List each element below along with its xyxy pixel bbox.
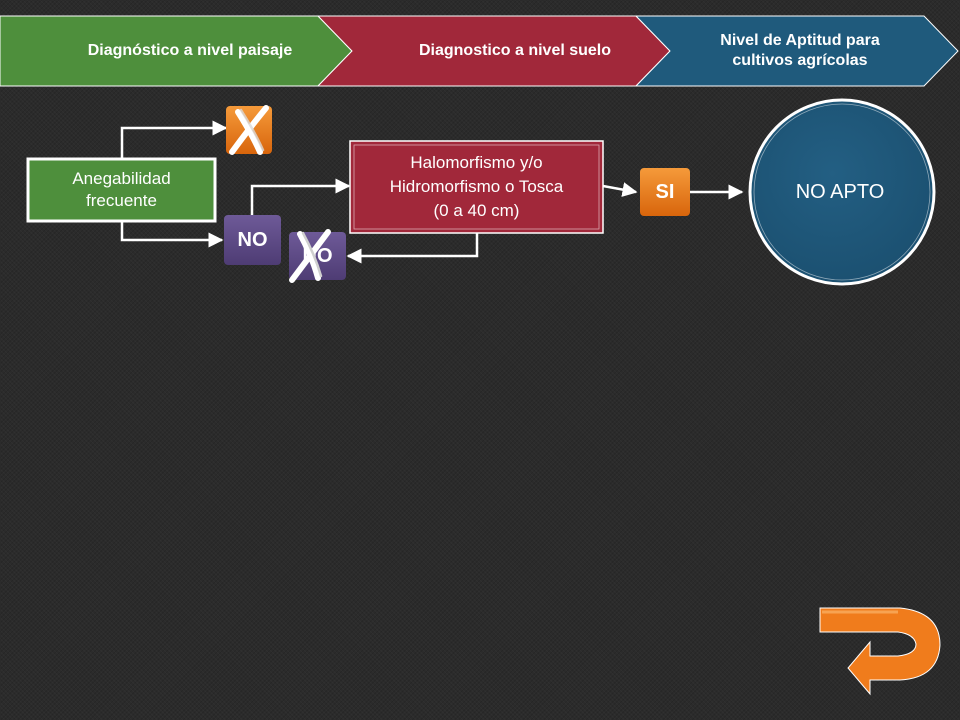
soil-node-line-1: Halomorfismo y/o	[410, 153, 543, 172]
si-badge-label: SI	[655, 180, 675, 203]
result-circle-inner-ring	[753, 103, 931, 281]
connector-soil-to-si	[602, 182, 638, 197]
connector-soil-to-crossed-no	[346, 233, 479, 264]
no-badge-label: NO	[237, 228, 268, 251]
soil-node-line-3: (0 a 40 cm)	[433, 201, 520, 220]
connector-to-crossed-top	[120, 120, 228, 160]
cross-mark-shadow	[239, 108, 265, 152]
result-circle	[748, 98, 936, 286]
step-aptitude-label: Nivel de Aptitud para cultivos agrícolas	[720, 32, 880, 69]
start-node-box	[26, 157, 217, 223]
no-badge	[224, 215, 281, 265]
return-arrow-icon[interactable]	[819, 607, 941, 696]
step-landscape-label: Diagnóstico a nivel paisaje	[87, 42, 293, 59]
step-soil-label: Diagnostico a nivel suelo	[418, 42, 612, 59]
step-aptitude-chevron	[634, 15, 959, 87]
result-label: NO APTO	[795, 181, 885, 203]
connector-to-no-badge	[120, 220, 224, 248]
start-node-label: Anegabilidad frecuente	[72, 169, 171, 210]
soil-node-line-2: Hidromorfismo o Tosca	[389, 177, 564, 196]
cross-mark-icon	[289, 229, 331, 283]
soil-node-inner-border	[353, 144, 600, 230]
cross-mark-icon	[229, 105, 269, 155]
connector-no-to-soil	[250, 178, 351, 216]
si-badge	[640, 168, 690, 216]
soil-node-label: Halomorfismo y/o Hidromorfismo o Tosca (…	[350, 141, 603, 233]
soil-node-box	[349, 140, 604, 234]
